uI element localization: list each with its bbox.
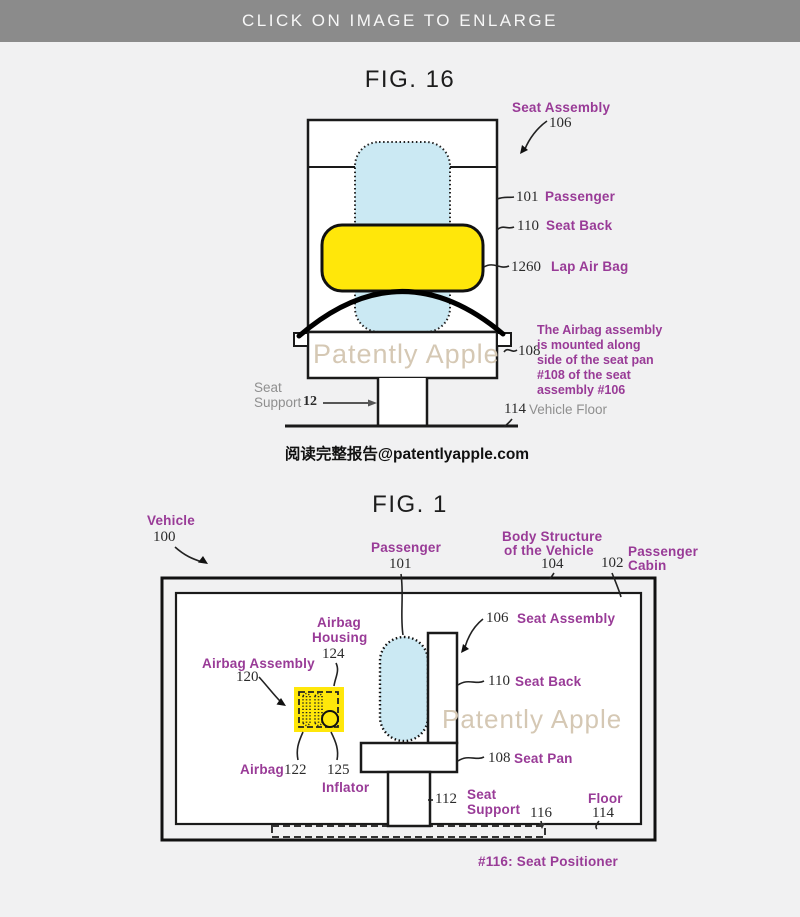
fig16-drawing	[285, 118, 548, 428]
fig16-title: FIG. 16	[364, 66, 456, 93]
fig1-label-seat-support-2: Support	[467, 802, 521, 817]
fig1-num-100: 100	[153, 529, 176, 545]
fig1-arrow-100-icon	[198, 556, 208, 564]
fig16-belt-arc	[296, 289, 506, 339]
fig16-note-line: #108 of the seat	[537, 368, 631, 382]
fig16-label-seat-support-1: Seat	[254, 380, 282, 395]
fig1-watermark: Patently Apple	[442, 704, 623, 734]
fig1-label-body-structure-2: of the Vehicle	[504, 543, 594, 558]
fig16-label-seat-assembly: Seat Assembly	[512, 100, 611, 115]
fig16-num-106: 106	[549, 115, 572, 131]
fig16-label-lap-air-bag: Lap Air Bag	[551, 259, 629, 274]
fig16-arrow-seat-support-icon	[368, 399, 377, 407]
fig1-label-airbag-housing-1: Airbag	[317, 615, 361, 630]
fig1-arrow-106-icon	[461, 644, 469, 653]
fig1-label-passenger: Passenger	[371, 540, 442, 555]
fig1-num-101: 101	[389, 556, 412, 572]
fig1-label-cabin-2: Cabin	[628, 558, 667, 573]
fig16-label-vehicle-floor: Vehicle Floor	[529, 402, 608, 417]
fig1-num-116: 116	[530, 805, 552, 821]
fig1-label-airbag-housing-2: Housing	[312, 630, 368, 645]
fig16-num-101: 101	[516, 189, 539, 205]
fig1-seat-back-shape	[426, 631, 459, 745]
fig1-label-airbag: Airbag	[240, 762, 284, 777]
enlarge-banner-text: CLICK ON IMAGE TO ENLARGE	[242, 11, 558, 30]
fig16-num-12: 12	[303, 394, 317, 409]
fig1-inflator-shape	[321, 710, 339, 728]
fig16-num-114: 114	[504, 401, 526, 417]
fig1-num-114: 114	[592, 805, 614, 821]
fig1-arrow-120-icon	[276, 698, 286, 706]
fig16-note-line: is mounted along	[537, 338, 641, 352]
fig1-seat-pan-shape	[359, 741, 459, 774]
fig1-num-104: 104	[541, 556, 564, 572]
fig16-note-line: side of the seat pan	[537, 353, 654, 367]
fig16-num-1260: 1260	[511, 259, 541, 275]
fig1-label-cabin-1: Passenger	[628, 544, 699, 559]
fig16-num-110: 110	[517, 218, 539, 234]
fig1-label-seat-assembly: Seat Assembly	[517, 611, 616, 626]
fig1-num-120: 120	[236, 669, 259, 685]
fig16-leader-lines	[323, 120, 548, 428]
fig1-drawing	[160, 546, 657, 842]
fig1-num-124: 124	[322, 646, 345, 662]
fig16-watermark: Patently Apple	[313, 339, 500, 369]
fig1-seat-support-shape	[386, 770, 432, 828]
fig1-arrow-116-icon	[539, 823, 545, 829]
fig16-lap-airbag-shape	[320, 223, 485, 293]
fig16-note-line: The Airbag assembly	[537, 323, 663, 337]
fig1-seat-positioner-shape	[271, 825, 546, 838]
fig16-label-seat-back: Seat Back	[546, 218, 613, 233]
fig1-caption: #116: Seat Positioner	[478, 854, 619, 869]
fig16-note-line: assembly #106	[537, 383, 626, 397]
fig1-label-airbag-assembly: Airbag Assembly	[202, 656, 315, 671]
fig1-label-seat-support-1: Seat	[467, 787, 497, 802]
fig1-label-vehicle: Vehicle	[147, 513, 195, 528]
fig1-num-106: 106	[486, 610, 509, 626]
fig1-label-seat-pan: Seat Pan	[514, 751, 573, 766]
fig1-label-inflator: Inflator	[322, 780, 370, 795]
fig1-num-122: 122	[284, 762, 307, 778]
fig16-num-108: 108	[518, 343, 541, 359]
fig1-label-floor: Floor	[588, 791, 623, 806]
fig1-num-125: 125	[327, 762, 350, 778]
fig1-airbag-housing-shape	[298, 691, 339, 728]
fig1-num-110: 110	[488, 673, 510, 689]
fig1-num-108: 108	[488, 750, 511, 766]
fig1-vehicle-body-shape	[160, 576, 657, 842]
fig1-passenger-shape	[378, 635, 430, 743]
fig1-label-body-structure-1: Body Structure	[502, 529, 603, 544]
fig16-label-passenger: Passenger	[545, 189, 616, 204]
fig16-pedestal-fill	[378, 378, 427, 426]
fig16-label-seat-support-2: Support	[254, 395, 302, 410]
fig16-seat-pan-shape	[306, 330, 499, 380]
fig1-title: FIG. 1	[372, 491, 448, 518]
fig1-num-112: 112	[435, 791, 457, 807]
fig1-label-seat-back: Seat Back	[515, 674, 582, 689]
fig16-arrow-106-icon	[520, 145, 528, 154]
enlarge-banner: CLICK ON IMAGE TO ENLARGE	[0, 0, 800, 42]
fig16-note: The Airbag assembly is mounted along sid…	[537, 323, 662, 398]
fig1-num-102: 102	[601, 555, 624, 571]
fig16-footer-text: 阅读完整报告@patentlyapple.com	[284, 446, 530, 463]
